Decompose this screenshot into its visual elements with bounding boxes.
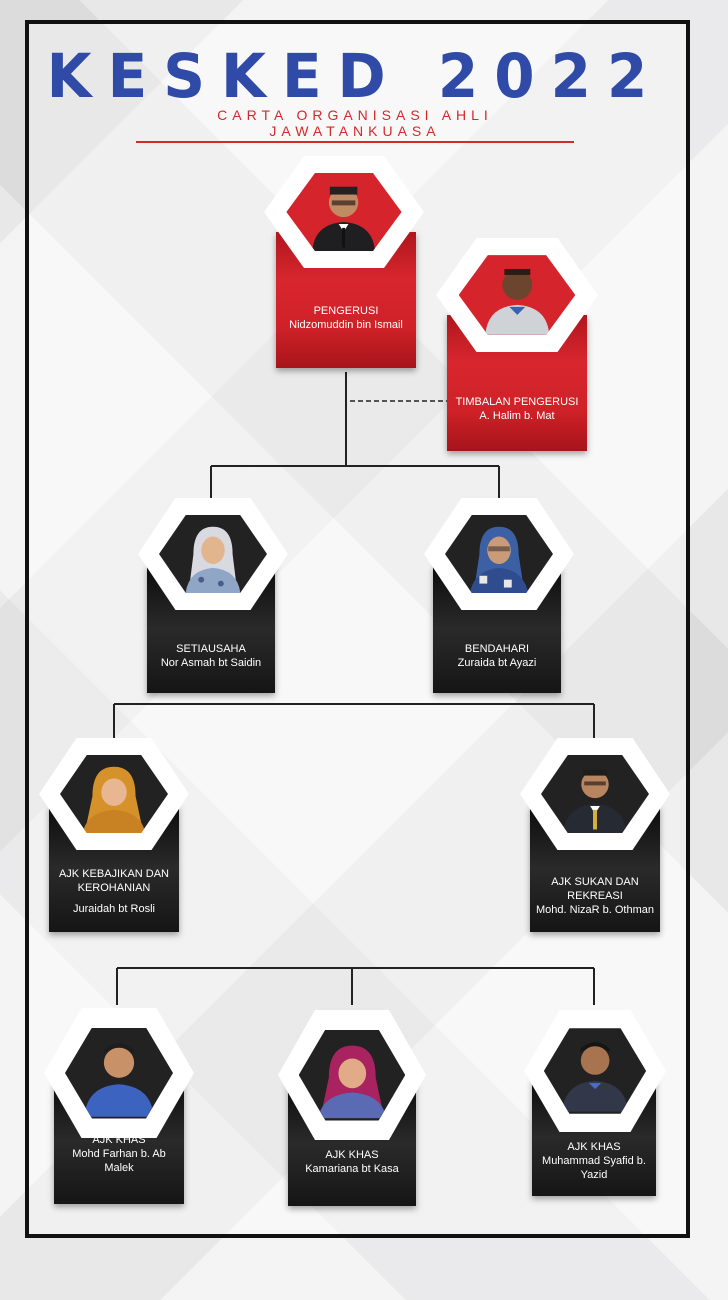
member-name: Kamariana bt Kasa <box>305 1163 399 1175</box>
man-suit-icon <box>541 754 649 834</box>
member-role: AJK SUKAN DAN REKREASI <box>551 876 639 902</box>
page-title: KESKED 2022 <box>46 40 664 112</box>
member-role: AJK KHAS <box>567 1141 621 1153</box>
member-role: TIMBALAN PENGERUSI <box>455 396 579 408</box>
man-icon <box>543 1028 647 1114</box>
member-photo-frame <box>138 498 288 610</box>
member-name: A. Halim b. Mat <box>479 410 555 422</box>
member-name: Nor Asmah bt Saidin <box>160 657 262 669</box>
member-role: BENDAHARI <box>464 643 530 655</box>
woman-hijab-icon <box>445 514 553 594</box>
member-role: AJK KEBAJIKAN DAN KEROHANIAN <box>58 868 170 894</box>
member-photo-frame <box>524 1010 666 1132</box>
member-photo-frame <box>424 498 574 610</box>
woman-hijab-icon <box>159 514 267 594</box>
member-name: Zuraida bt Ayazi <box>457 657 537 669</box>
member-photo-frame <box>436 238 598 352</box>
member-name: Nidzomuddin bin Ismail <box>289 319 403 331</box>
page-subtitle: CARTA ORGANISASI AHLI JAWATANKUASA <box>136 107 574 143</box>
member-role: AJK KHAS <box>325 1149 379 1161</box>
member-role: SETIAUSAHA <box>176 643 246 655</box>
member-photo-frame <box>44 1008 194 1138</box>
member-photo-frame <box>278 1010 426 1140</box>
member-name: Mohd Farhan b. Ab Malek <box>72 1148 166 1174</box>
woman-hijab-icon <box>60 754 168 834</box>
member-role: PENGERUSI <box>313 305 379 317</box>
member-name: Muhammad Syafid b. Yazid <box>542 1155 646 1181</box>
member-photo-frame <box>264 156 424 268</box>
member-name: Juraidah bt Rosli <box>73 903 155 915</box>
member-photo-frame <box>39 738 189 850</box>
member-name: Mohd. NizaR b. Othman <box>536 904 654 916</box>
member-photo-frame <box>520 738 670 850</box>
